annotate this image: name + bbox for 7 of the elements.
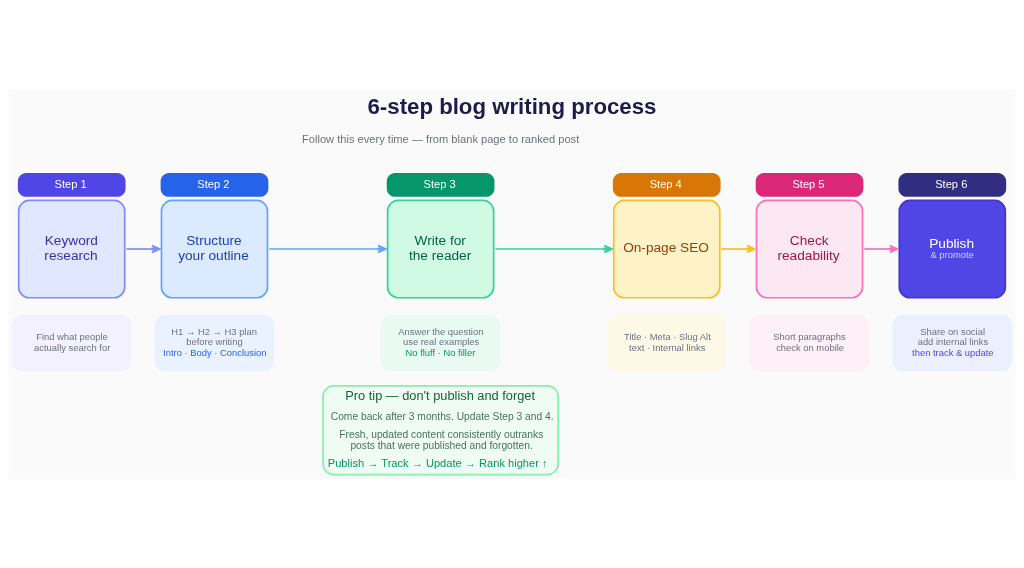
label: Follow this every time — from blank page to ranked post (301, 132, 580, 145)
arrow (863, 244, 899, 253)
diagram-title: 6-step blog writing process (367, 93, 657, 119)
arrow (125, 244, 161, 253)
arrow (268, 244, 387, 253)
arrow (720, 244, 756, 253)
arrow (494, 244, 613, 253)
